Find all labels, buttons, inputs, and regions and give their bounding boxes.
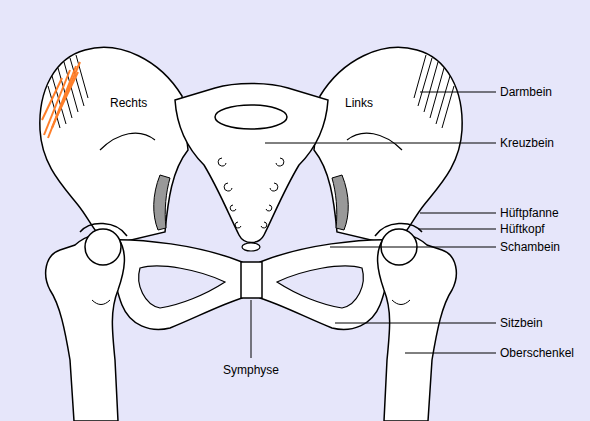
- bone-label: Hüftkopf: [500, 222, 545, 236]
- coccyx: [242, 243, 260, 251]
- sacrum: [175, 84, 328, 243]
- leader-lines: [251, 92, 496, 358]
- bone-label: Oberschenkel: [500, 346, 574, 360]
- symphysis: [241, 262, 262, 298]
- bone-label: Sitzbein: [500, 316, 543, 330]
- bone-label: Kreuzbein: [500, 136, 554, 150]
- side-label: Links: [345, 96, 373, 110]
- bone-label: Symphyse: [223, 363, 279, 377]
- bone-label: Hüftpfanne: [500, 206, 559, 220]
- bone-label: Darmbein: [500, 85, 552, 99]
- sacral-base: [215, 105, 287, 129]
- highlight: [42, 62, 80, 138]
- side-label: Rechts: [110, 96, 147, 110]
- bone-label: Schambein: [500, 240, 560, 254]
- sacral-foramina: [218, 158, 284, 228]
